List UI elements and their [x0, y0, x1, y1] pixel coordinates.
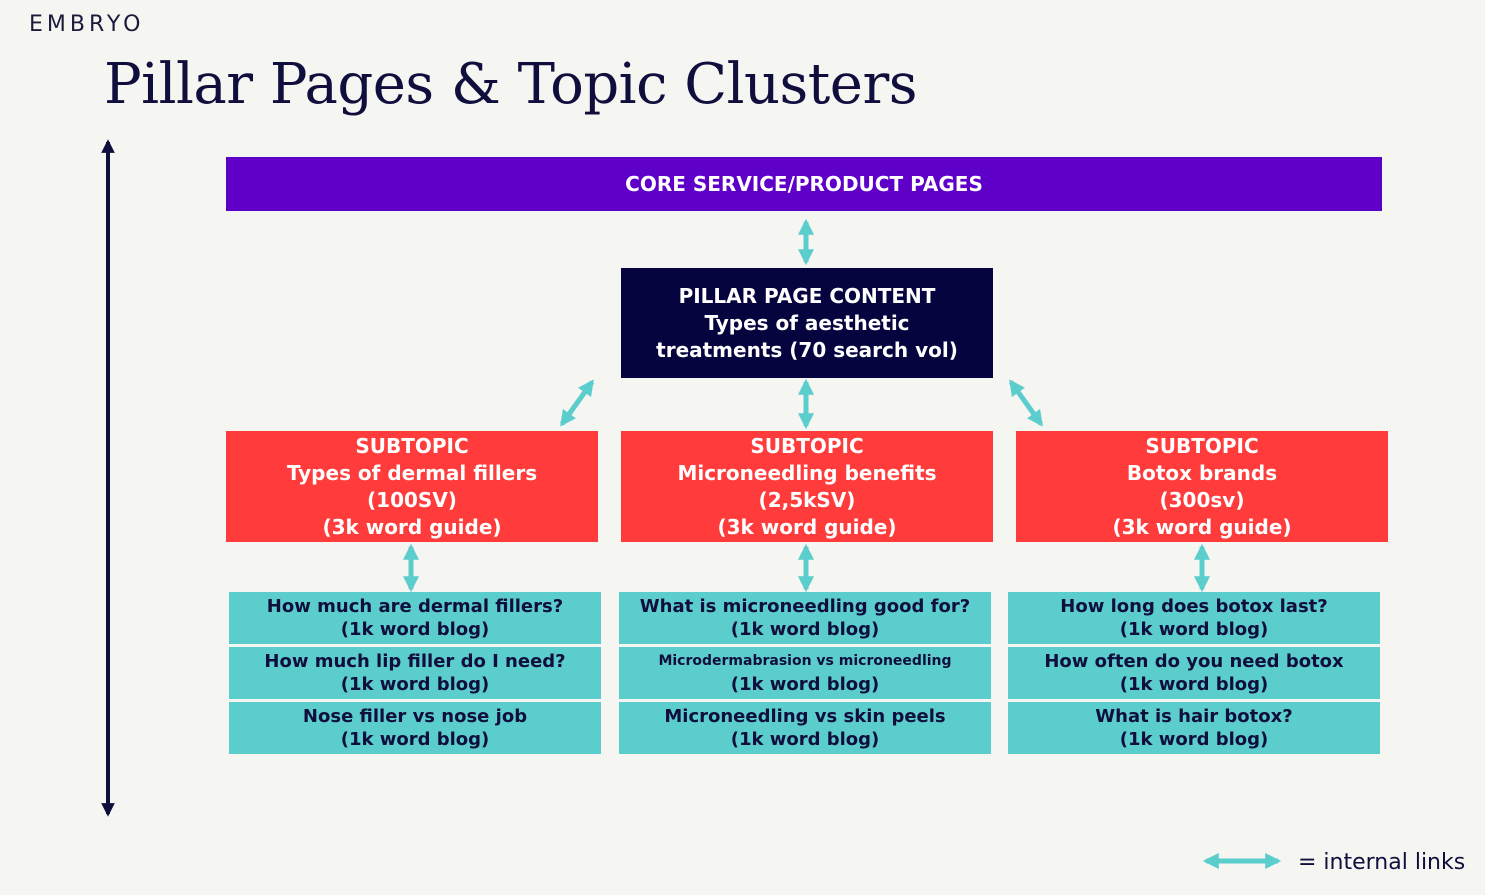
subtopic-line: (2,5kSV) — [758, 487, 856, 512]
subtopic-box-microneedling: SUBTOPIC Microneedling benefits (2,5kSV)… — [621, 431, 993, 542]
blog-box: Nose filler vs nose job (1k word blog) — [229, 702, 601, 754]
legend-label: = internal links — [1298, 850, 1466, 875]
blog-box: How much are dermal fillers? (1k word bl… — [229, 592, 601, 644]
blog-box: What is hair botox? (1k word blog) — [1008, 702, 1380, 754]
subtopic-line: Types of dermal fillers — [286, 460, 538, 485]
core-pages-label: CORE SERVICE/PRODUCT PAGES — [625, 172, 983, 196]
blog-box: Microneedling vs skin peels (1k word blo… — [619, 702, 991, 754]
subtopic-line: (3k word guide) — [1112, 514, 1292, 539]
pillar-line: PILLAR PAGE CONTENT — [678, 283, 936, 308]
blog-box: What is microneedling good for? (1k word… — [619, 592, 991, 644]
blog-question: How often do you need botox — [1044, 651, 1344, 672]
blog-detail: (1k word blog) — [340, 729, 490, 750]
link-arrow-pillar-subtopic-left — [559, 379, 595, 427]
blog-detail: (1k word blog) — [730, 619, 880, 640]
subtopic-line: (3k word guide) — [717, 514, 897, 539]
blog-column-dermal-fillers: How much are dermal fillers? (1k word bl… — [229, 592, 601, 757]
blog-detail: (1k word blog) — [340, 674, 490, 695]
page-title: Pillar Pages & Topic Clusters — [104, 52, 917, 117]
subtopic-line: Microneedling benefits — [677, 460, 937, 485]
pillar-line: Types of aesthetic — [704, 310, 910, 335]
blog-question: Microdermabrasion vs microneedling — [658, 653, 952, 669]
blog-box: How often do you need botox (1k word blo… — [1008, 647, 1380, 699]
subtopic-line: (100SV) — [367, 487, 457, 512]
subtopic-line: (3k word guide) — [322, 514, 502, 539]
blog-box: How long does botox last? (1k word blog) — [1008, 592, 1380, 644]
blog-question: How much are dermal fillers? — [266, 596, 564, 617]
blog-question: What is hair botox? — [1095, 706, 1293, 727]
blog-question: Microneedling vs skin peels — [664, 706, 946, 727]
subtopic-line: Botox brands — [1126, 460, 1278, 485]
blog-question: Nose filler vs nose job — [302, 706, 528, 727]
subtopic-line: SUBTOPIC — [1145, 433, 1259, 458]
blog-detail: (1k word blog) — [730, 674, 880, 695]
subtopic-line: (300sv) — [1159, 487, 1245, 512]
subtopic-line: SUBTOPIC — [750, 433, 864, 458]
blog-box: How much lip filler do I need? (1k word … — [229, 647, 601, 699]
subtopic-box-dermal-fillers: SUBTOPIC Types of dermal fillers (100SV)… — [226, 431, 598, 542]
blog-detail: (1k word blog) — [340, 619, 490, 640]
blog-detail: (1k word blog) — [730, 729, 880, 750]
subtopic-box-botox: SUBTOPIC Botox brands (300sv) (3k word g… — [1016, 431, 1388, 542]
blog-question: How much lip filler do I need? — [264, 651, 566, 672]
blog-column-microneedling: What is microneedling good for? (1k word… — [619, 592, 991, 757]
blog-detail: (1k word blog) — [1119, 619, 1269, 640]
blog-question: How long does botox last? — [1060, 596, 1328, 617]
blog-detail: (1k word blog) — [1119, 674, 1269, 695]
core-pages-box: CORE SERVICE/PRODUCT PAGES — [226, 157, 1382, 211]
blog-box: Microdermabrasion vs microneedling (1k w… — [619, 647, 991, 699]
blog-detail: (1k word blog) — [1119, 729, 1269, 750]
subtopic-line: SUBTOPIC — [355, 433, 469, 458]
link-arrow-pillar-subtopic-right — [1008, 379, 1044, 427]
pillar-line: treatments (70 search vol) — [656, 337, 958, 362]
brand-logo: EMBRYO — [29, 12, 145, 37]
pillar-page-box: PILLAR PAGE CONTENT Types of aesthetic t… — [621, 268, 993, 378]
blog-question: What is microneedling good for? — [639, 596, 971, 617]
blog-column-botox: How long does botox last? (1k word blog)… — [1008, 592, 1380, 757]
